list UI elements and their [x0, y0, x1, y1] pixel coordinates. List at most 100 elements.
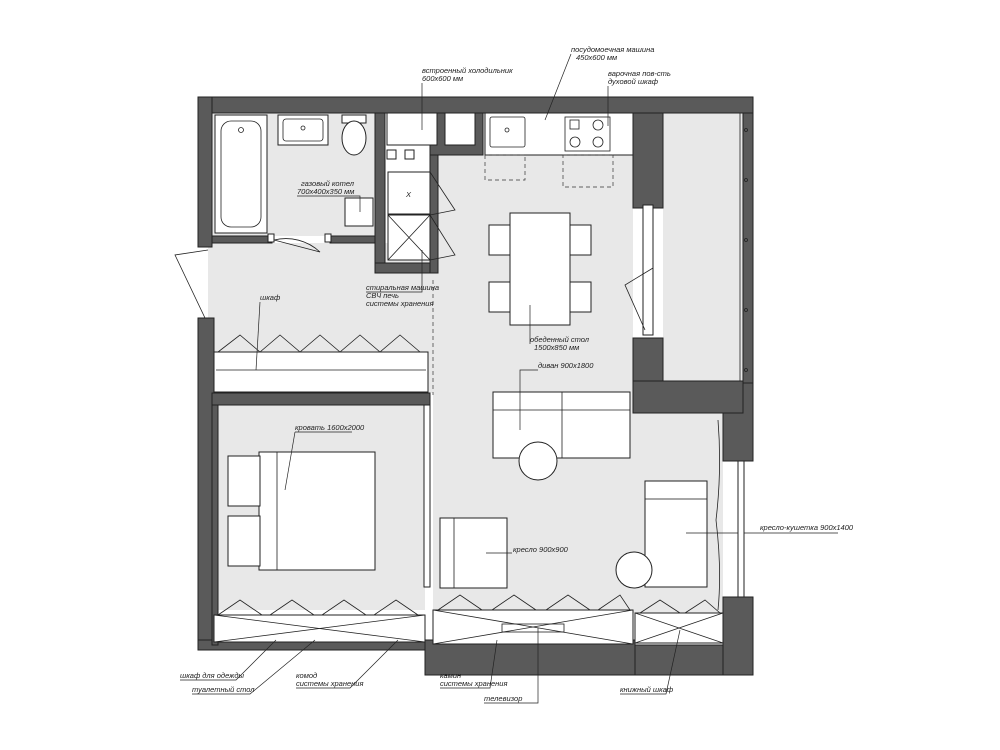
- bathroom-door-jamb-left: [267, 233, 275, 243]
- washer-label: стиральная машина: [366, 283, 439, 292]
- hallway: шкаф стиральная машина СВЧ печь системы …: [174, 249, 439, 393]
- chair-left-1: [488, 224, 511, 256]
- balcony-post-2: [744, 178, 748, 182]
- chair-right-2: [569, 281, 592, 313]
- sink-drain: [300, 125, 306, 131]
- hob: [564, 116, 611, 152]
- fireplace-storage-label: системы хранения: [440, 679, 507, 688]
- dining: обеденный стол 1500x850 мм: [432, 212, 592, 395]
- wall-top: [197, 96, 754, 114]
- wall-bedroom-top: [211, 392, 431, 406]
- bathtub: [214, 114, 268, 234]
- socket-2: [404, 149, 415, 160]
- curtain: [715, 419, 720, 611]
- wall-left-upper: [197, 96, 213, 248]
- fridge-cabinet: [386, 112, 438, 146]
- bathroom-door-swing: [273, 238, 321, 253]
- armchair-bed-label: кресло-кушетка 900x1400: [760, 523, 854, 532]
- wall-balcony-divider-top: [632, 112, 664, 209]
- armchair-bed: [644, 480, 708, 588]
- hob-burner-4: [592, 136, 604, 148]
- bookcase-label: книжный шкаф: [620, 685, 674, 694]
- wardrobe-clothes-leader: [180, 639, 277, 681]
- kitchen-sink-drain: [504, 127, 510, 133]
- entrance-door: [174, 249, 209, 319]
- kitchen: посудомоечная машина 450x600 мм варочная…: [484, 45, 671, 188]
- wall-bedroom-left: [211, 404, 219, 646]
- fireplace-x: [432, 609, 634, 645]
- shower-mark: X: [405, 190, 412, 199]
- tv: [501, 623, 565, 633]
- wall-bottom-mid: [424, 639, 636, 676]
- hall-wardrobe-doors: [217, 334, 421, 353]
- fridge-cabinet-2: [444, 112, 476, 146]
- bed-label: кровать 1600x2000: [295, 423, 365, 432]
- dressing-table-leader: [192, 639, 316, 695]
- balcony-post-1: [744, 128, 748, 132]
- media-wall: камин системы хранения телевизор книжный…: [432, 594, 724, 704]
- nightstand-2: [227, 515, 261, 567]
- balcony-floor: [663, 113, 743, 381]
- sofa-leader: [519, 369, 538, 430]
- dining-table: [509, 212, 571, 326]
- bookcase-leader: [620, 629, 681, 695]
- nightstand-1: [227, 455, 261, 507]
- dresser-storage-label: системы хранения: [296, 679, 363, 688]
- wall-bottom-right: [632, 644, 724, 676]
- living: диван 900x1800 кресло 900x900 кресло-куш…: [439, 361, 854, 611]
- fireplace-leader: [440, 639, 498, 689]
- fireplace-unit-doors: [437, 594, 631, 611]
- utility-door-swing-2: [429, 214, 456, 261]
- bathtub-inner: [220, 120, 262, 228]
- armchair-bed-back: [644, 480, 708, 500]
- wall-right-balcony: [742, 112, 754, 384]
- wall-bathroom-right: [374, 112, 386, 274]
- washer-leader: [366, 250, 423, 293]
- balcony: [624, 113, 748, 381]
- tv-leader: [484, 628, 539, 704]
- bathroom-door-jamb-right: [324, 233, 332, 243]
- utility-zone: X встроенный холодильник 600x600 мм: [386, 66, 513, 261]
- chair-left-2: [488, 281, 511, 313]
- hall-wardrobe-leader: [255, 301, 261, 371]
- hob-burner-3: [569, 136, 581, 148]
- wall-bathroom-bottom: [211, 235, 273, 244]
- side-table: [615, 551, 653, 589]
- hob-burner-1: [569, 119, 580, 130]
- bed: [258, 451, 376, 571]
- bookcase-x: [634, 612, 724, 644]
- dishwasher: [484, 154, 526, 181]
- wall-right-lower: [722, 596, 754, 676]
- fireplace-label: камин: [440, 671, 461, 680]
- boiler-leader: [297, 195, 361, 212]
- washer-cabinet: [387, 171, 431, 215]
- fridge-label: встроенный холодильник: [422, 66, 513, 75]
- hall-wardrobe-label: шкаф: [260, 293, 281, 302]
- kitchen-sink: [489, 116, 526, 148]
- dresser-label: комод: [296, 671, 317, 680]
- dishwasher-leader: [544, 53, 572, 121]
- bed-headboard: [258, 451, 278, 571]
- socket-1: [386, 149, 397, 160]
- oven-label: духовой шкаф: [608, 77, 659, 86]
- hob-label: варочная пов-сть: [608, 69, 671, 78]
- bedroom-wardrobe-x: [213, 614, 426, 643]
- storage-cabinet-x: [387, 214, 431, 261]
- sink: [277, 114, 329, 146]
- dishwasher-size-label: 450x600 мм: [576, 53, 617, 62]
- bathroom: газовый котел 700x400x350 мм: [214, 114, 374, 253]
- gas-boiler: [344, 197, 374, 227]
- wall-bathroom-bottom-right: [329, 235, 376, 244]
- tv-label: телевизор: [484, 694, 522, 703]
- kitchen-counter: [484, 112, 634, 156]
- toilet-bowl: [341, 120, 367, 156]
- balcony-window-left: [642, 204, 654, 336]
- bookcase-doors: [639, 599, 721, 614]
- fridge-size-label: 600x600 мм: [422, 74, 463, 83]
- boiler-label: газовый котел: [301, 179, 355, 188]
- microwave-label: СВЧ печь: [366, 291, 399, 300]
- hall-wardrobe: [213, 351, 429, 393]
- utility-door-swing-1: [429, 171, 456, 216]
- right-window: [737, 460, 745, 598]
